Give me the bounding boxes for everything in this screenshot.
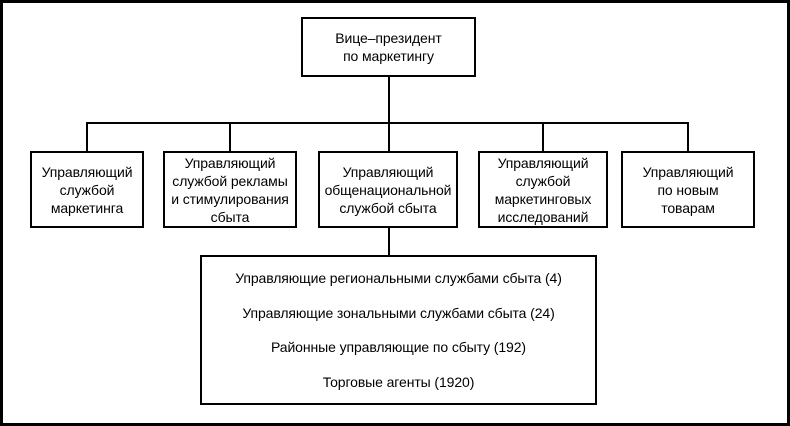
connector-drop-marketing	[86, 122, 88, 153]
node-advertising-sales-promotion-manager: Управляющий службой рекламы и стимулиров…	[163, 151, 297, 228]
sales-hierarchy-row-district: Районные управляющие по сбыту (192)	[271, 339, 526, 356]
node-marketing-service-manager: Управляющий службой маркетинга	[30, 151, 144, 228]
node-sales-hierarchy: Управляющие региональными службами сбыта…	[200, 255, 597, 405]
node-national-sales-service-manager: Управляющий общенациональной службой сбы…	[318, 151, 458, 228]
connector-drop-new-products	[687, 122, 689, 153]
sales-hierarchy-row-regional: Управляющие региональными службами сбыта…	[235, 270, 562, 287]
connector-root-to-bus	[388, 75, 390, 124]
connector-drop-national-sales	[388, 122, 390, 153]
connector-horizontal-bus	[86, 122, 689, 124]
sales-hierarchy-row-zonal: Управляющие зональными службами сбыта (2…	[242, 304, 555, 321]
node-vice-president-marketing: Вице–президент по маркетингу	[301, 17, 476, 77]
connector-drop-research	[542, 122, 544, 153]
node-new-products-manager: Управляющий по новым товарам	[621, 151, 755, 228]
connector-sales-to-hierarchy	[388, 226, 390, 257]
sales-hierarchy-row-agents: Торговые агенты (1920)	[322, 373, 475, 390]
node-marketing-research-manager: Управляющий службой маркетинговых исслед…	[478, 151, 608, 228]
connector-drop-advertising	[229, 122, 231, 153]
